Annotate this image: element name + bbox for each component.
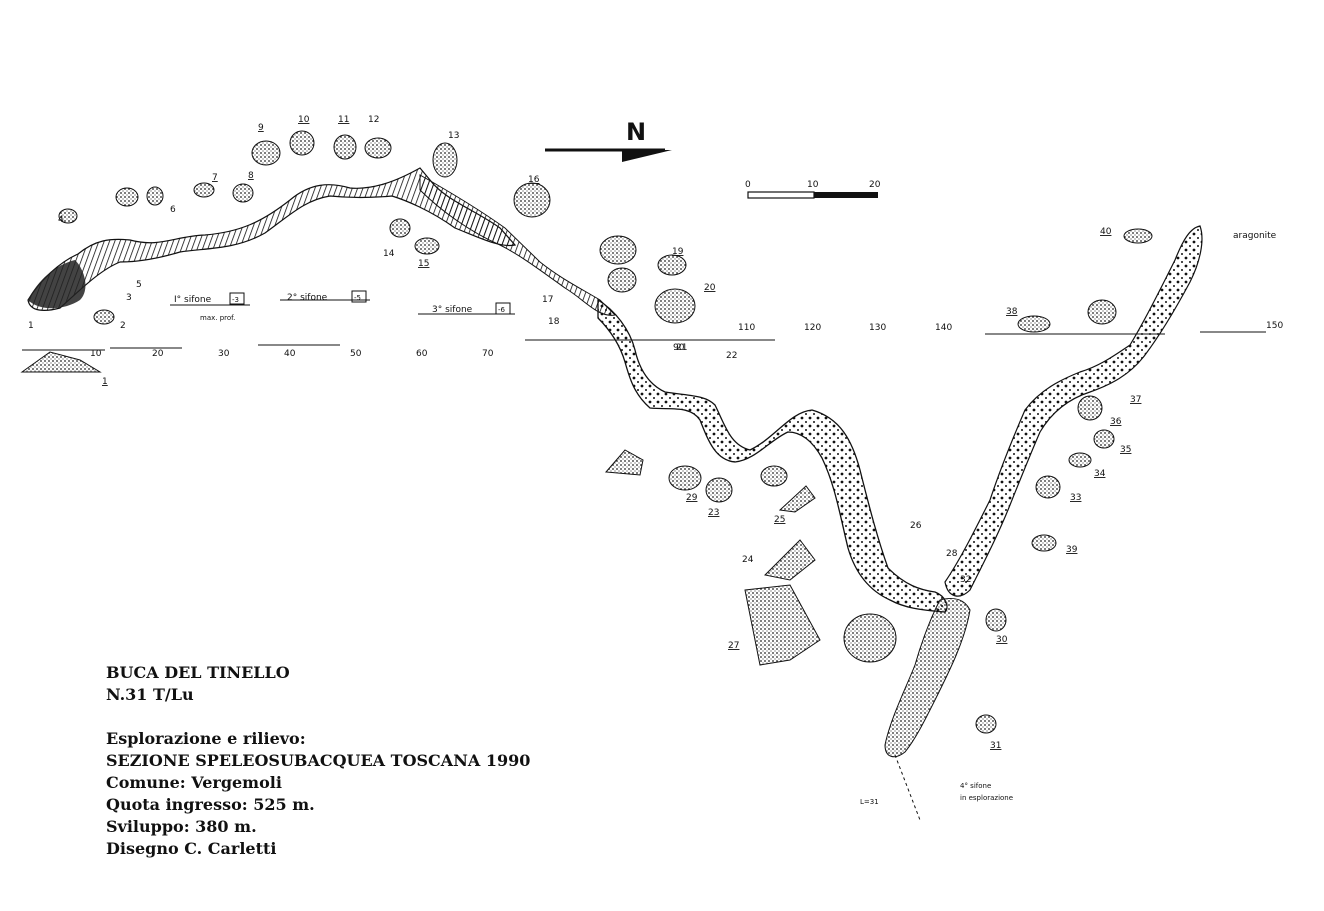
station-20: 20 <box>704 283 716 293</box>
dist-150: 150 <box>1266 321 1283 331</box>
endnote-label-2: in esplorazione <box>960 794 1013 802</box>
scale-bar: 0 10 20 <box>745 180 881 199</box>
north-arrow: N <box>545 118 672 162</box>
station-38: 38 <box>1006 307 1018 317</box>
north-label: N <box>626 118 646 146</box>
station-2: 2 <box>120 321 126 331</box>
station-23: 23 <box>708 508 719 518</box>
dist-90: 90 <box>673 343 685 353</box>
station-26: 26 <box>910 521 922 531</box>
explore-label: Esplorazione e rilievo: <box>106 729 306 748</box>
station-36: 36 <box>1110 417 1122 427</box>
cross-sections <box>20 130 1153 734</box>
annotations: I° sifone -3 max. prof. 2° sifone -5 3° … <box>174 231 1277 806</box>
siphon2-label: 2° sifone <box>287 293 328 303</box>
station-17: 17 <box>542 295 553 305</box>
siphon2-depth: -5 <box>354 294 361 302</box>
siphon1-depth: -3 <box>232 296 239 304</box>
station-3: 3 <box>126 293 132 303</box>
profile-baseline <box>22 299 1266 351</box>
dist-120: 120 <box>804 323 821 333</box>
dist-60: 60 <box>416 349 428 359</box>
dist-30: 30 <box>218 349 230 359</box>
station-6: 6 <box>170 205 176 215</box>
station-27: 27 <box>728 641 739 651</box>
station-19: 19 <box>672 247 684 257</box>
scale-tick-20: 20 <box>869 180 881 190</box>
station-5: 5 <box>136 280 142 290</box>
survey-legend: BUCA DEL TINELLO N.31 T/Lu Esplorazione … <box>106 662 530 860</box>
dist-20: 20 <box>152 349 164 359</box>
dist-10: 10 <box>90 349 102 359</box>
scale-tick-0: 0 <box>745 180 751 190</box>
station-35: 35 <box>1120 445 1131 455</box>
station-15: 15 <box>418 259 429 269</box>
station-9: 9 <box>258 123 264 133</box>
station-24: 24 <box>742 555 754 565</box>
station-25: 25 <box>774 515 785 525</box>
station-22: 22 <box>726 351 737 361</box>
quota-line: Quota ingresso: 525 m. <box>106 795 315 814</box>
lf-label: L=31 <box>860 798 879 806</box>
station-11: 11 <box>338 115 349 125</box>
station-29: 29 <box>686 493 698 503</box>
legend-spacer <box>106 706 530 728</box>
station-32: 32 <box>960 575 971 585</box>
dist-70: 70 <box>482 349 494 359</box>
station-21: 21 <box>676 343 687 353</box>
station-31: 31 <box>990 741 1001 751</box>
sviluppo-line: Sviluppo: 380 m. <box>106 817 257 836</box>
survey-team: SEZIONE SPELEOSUBACQUEA TOSCANA 1990 <box>106 751 531 770</box>
station-39: 39 <box>1066 545 1078 555</box>
dist-130: 130 <box>869 323 886 333</box>
station-33: 33 <box>1070 493 1081 503</box>
station-8: 8 <box>248 171 254 181</box>
station-7: 7 <box>212 173 218 183</box>
station-12: 12 <box>368 115 379 125</box>
dist-140: 140 <box>935 323 952 333</box>
aragonite-label: aragonite <box>1233 231 1277 241</box>
station-34: 34 <box>1094 469 1106 479</box>
disegno-line: Disegno C. Carletti <box>106 839 277 858</box>
endnote-label-1: 4° sifone <box>960 782 991 790</box>
dist-110: 110 <box>738 323 755 333</box>
station-16: 16 <box>528 175 540 185</box>
station-13: 13 <box>448 131 459 141</box>
upper-gallery <box>27 167 617 316</box>
station-1b: 1 <box>28 321 34 331</box>
max-depth-label: max. prof. <box>200 314 235 322</box>
station-28: 28 <box>946 549 958 559</box>
cave-catalog-number: N.31 T/Lu <box>106 685 194 704</box>
station-labels: 1 1 2 3 4 5 6 7 8 9 10 11 12 13 14 15 16… <box>28 115 1141 751</box>
dist-40: 40 <box>284 349 296 359</box>
station-4: 4 <box>58 215 64 225</box>
siphon3-label: 3° sifone <box>432 305 473 315</box>
siphon1-label: I° sifone <box>174 295 212 305</box>
station-37: 37 <box>1130 395 1141 405</box>
comune-line: Comune: Vergemoli <box>106 773 282 792</box>
station-18: 18 <box>548 317 560 327</box>
dist-50: 50 <box>350 349 362 359</box>
station-40: 40 <box>1100 227 1112 237</box>
scale-tick-10: 10 <box>807 180 819 190</box>
right-gallery <box>884 225 1203 821</box>
station-30: 30 <box>996 635 1008 645</box>
station-10: 10 <box>298 115 310 125</box>
profile-distance-labels: 10 20 30 40 50 60 70 90 110 120 130 140 … <box>90 321 1283 359</box>
cave-title: BUCA DEL TINELLO <box>106 663 290 682</box>
station-14: 14 <box>383 249 395 259</box>
siphon3-depth: -6 <box>498 306 506 314</box>
station-1: 1 <box>102 377 108 387</box>
middle-gallery <box>597 298 948 613</box>
